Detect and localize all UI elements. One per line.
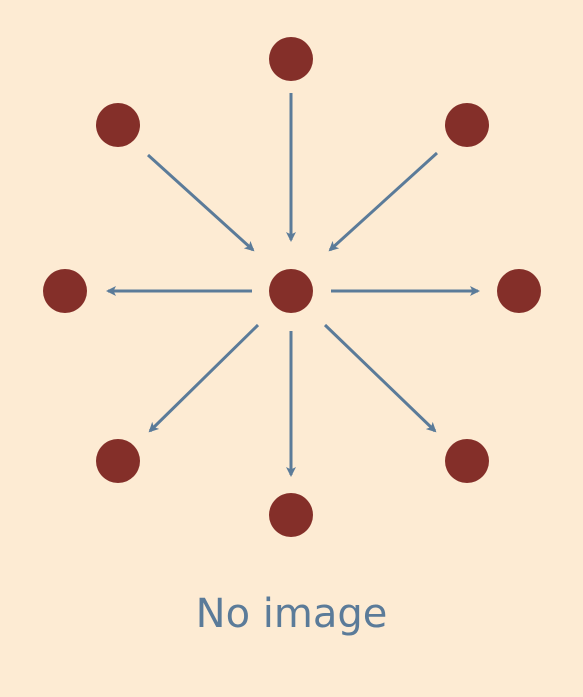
arrow-center-to-bottom-right: [323, 323, 437, 433]
arrow-top-right-to-center: [328, 151, 439, 252]
node-top-right: [445, 103, 489, 147]
arrow-top-left-to-center: [146, 153, 255, 252]
no-image-caption: No image: [195, 591, 388, 637]
node-bottom-left: [96, 439, 140, 483]
node-right: [497, 269, 541, 313]
node-left: [43, 269, 87, 313]
node-top-left: [96, 103, 140, 147]
node-bottom-right: [445, 439, 489, 483]
node-top: [269, 37, 313, 81]
node-center: [269, 269, 313, 313]
arrow-center-to-bottom-left: [148, 323, 260, 433]
node-bottom: [269, 493, 313, 537]
